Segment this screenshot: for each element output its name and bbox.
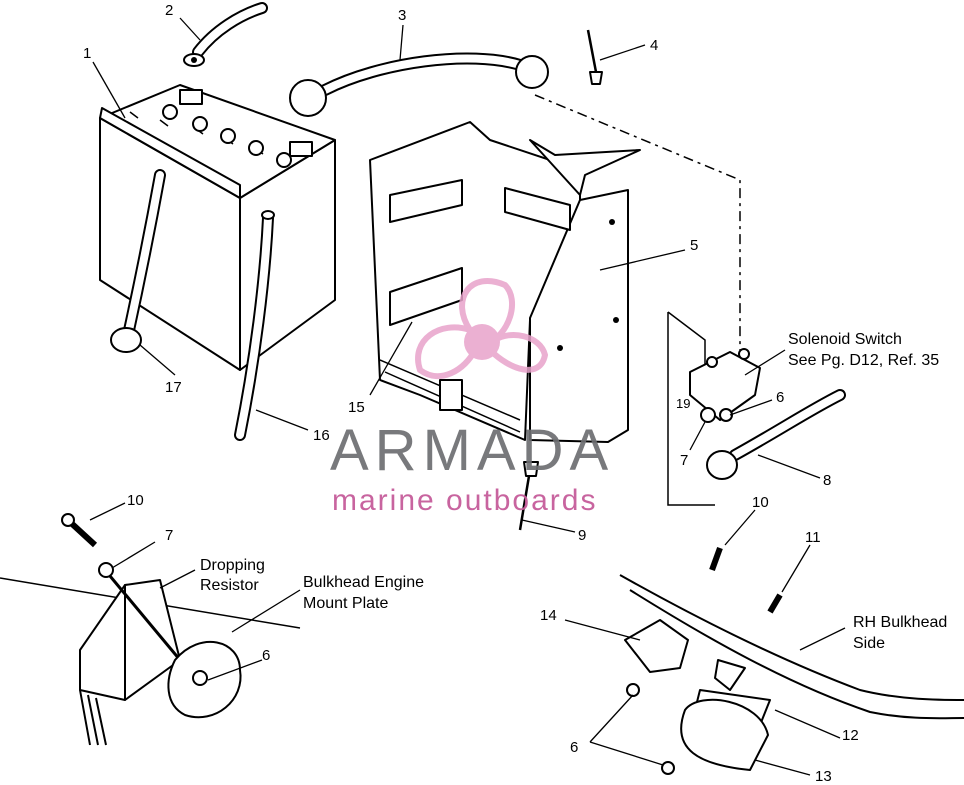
- leader-lines: [89, 17, 846, 776]
- callout-4: 4: [650, 37, 658, 54]
- washer-7-left: [98, 562, 114, 578]
- battery: [99, 84, 336, 371]
- callout-5: 5: [690, 237, 698, 254]
- solenoid-switch: [534, 94, 761, 506]
- rh-bulkhead-label-line2: Side: [853, 635, 885, 652]
- nut-6: [719, 408, 733, 422]
- callout-8: 8: [823, 472, 831, 489]
- callout-2: 2: [165, 2, 173, 19]
- callout-10b: 10: [752, 494, 769, 511]
- callout-6b: 6: [262, 647, 270, 664]
- solenoid-label-line1: Solenoid Switch: [788, 331, 902, 348]
- callout-16: 16: [313, 427, 330, 444]
- washer-7: [700, 407, 716, 423]
- callout-3: 3: [398, 7, 406, 24]
- callout-19: 19: [676, 396, 690, 411]
- cable-2: [183, 2, 268, 67]
- text-labels: Solenoid Switch See Pg. D12, Ref. 35 Dro…: [200, 331, 947, 652]
- callout-11: 11: [805, 529, 821, 546]
- callout-7b: 7: [165, 527, 173, 544]
- watermark-brand: ARMADA: [330, 418, 614, 483]
- bulkhead-label-line1: Bulkhead Engine: [303, 574, 424, 591]
- callout-9: 9: [578, 527, 586, 544]
- callout-14: 14: [540, 607, 557, 624]
- callout-numbers: 1 2 3 4 5 6 6 6 7 7 8 9 10 10 11 12 13 1…: [83, 2, 859, 785]
- bolt-4: [586, 29, 603, 85]
- callout-10a: 10: [127, 492, 144, 509]
- rh-bulkhead: [619, 546, 964, 775]
- bulkhead-label-line2: Mount Plate: [303, 595, 388, 612]
- resistor-label-line1: Dropping: [200, 557, 265, 574]
- callout-1: 1: [83, 45, 91, 62]
- bolt-10-left: [61, 513, 98, 548]
- battery-strap: [110, 169, 166, 353]
- vent-hose: [234, 210, 275, 441]
- callout-17: 17: [165, 379, 182, 396]
- callout-6c: 6: [570, 739, 578, 756]
- callout-13: 13: [815, 768, 832, 785]
- callout-15: 15: [348, 399, 365, 416]
- resistor-label-line2: Resistor: [200, 577, 259, 594]
- dropping-resistor: [0, 569, 301, 746]
- bolt-9: [518, 461, 539, 531]
- callout-6a: 6: [776, 389, 784, 406]
- callout-7a: 7: [680, 452, 688, 469]
- callout-12: 12: [842, 727, 859, 744]
- solenoid-label-line2: See Pg. D12, Ref. 35: [788, 352, 939, 369]
- cable-3: [289, 52, 549, 117]
- rh-bulkhead-label-line1: RH Bulkhead: [853, 614, 947, 631]
- watermark-tagline: marine outboards: [332, 484, 597, 517]
- cable-8: [706, 389, 846, 480]
- armada-logo: [415, 278, 549, 379]
